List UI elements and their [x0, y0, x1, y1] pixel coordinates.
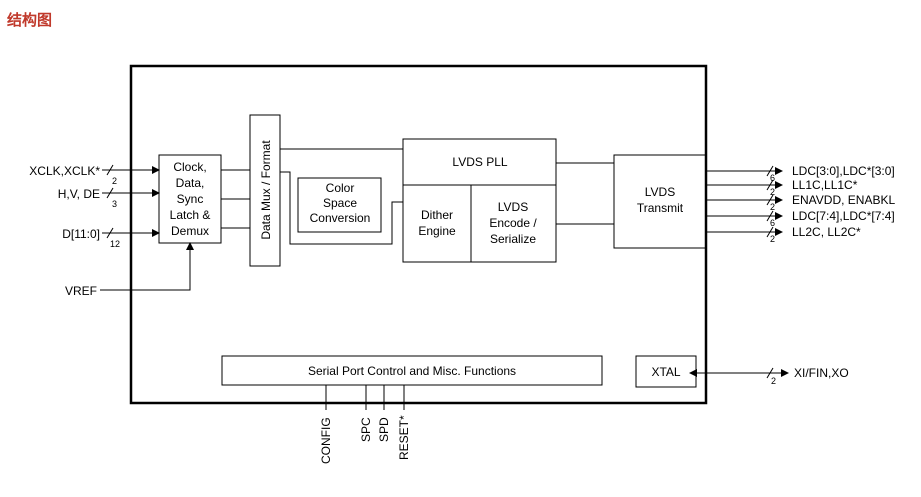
clock-line-5: Demux: [171, 224, 209, 238]
output-label-ldc74: LDC[7:4],LDC*[7:4]: [792, 209, 895, 223]
input-label-vref: VREF: [65, 284, 97, 298]
output-label-ll2c: LL2C, LL2C*: [792, 225, 861, 239]
clock-line-1: Clock,: [173, 160, 206, 174]
xtal-label: XTAL: [651, 365, 680, 379]
transmit-line-1: LVDS: [645, 185, 675, 199]
csc-line-3: Conversion: [310, 211, 371, 225]
serial-port-label: Serial Port Control and Misc. Functions: [308, 364, 516, 378]
output-width-ldc30: 6: [770, 173, 775, 183]
csc-line-2: Space: [323, 196, 357, 210]
xtal-pin-width: 2: [771, 376, 776, 386]
clock-latch-block: Clock, Data, Sync Latch & Demux: [158, 154, 222, 244]
output-label-ll1c: LL1C,LL1C*: [792, 178, 858, 192]
input-label-data: D[11:0]: [62, 227, 100, 241]
encode-line-2: Encode /: [489, 216, 537, 230]
pin-label-reset: RESET*: [397, 415, 411, 460]
input-width-data: 12: [110, 239, 120, 249]
page-heading: 结构图: [7, 11, 53, 29]
internal-wires: [100, 148, 789, 410]
data-mux-block: Data Mux / Format: [249, 114, 281, 267]
data-mux-label: Data Mux / Format: [259, 140, 273, 240]
xtal-pin-label: XI/FIN,XO: [794, 366, 849, 380]
output-label-ldc30: LDC[3:0],LDC*[3:0]: [792, 164, 895, 178]
xtal-block: XTAL: [635, 355, 697, 388]
input-width-hvde: 3: [112, 199, 117, 209]
lvds-pll-label: LVDS PLL: [452, 155, 507, 169]
lvds-pll-group: LVDS PLL Dither Engine LVDS Encode / Ser…: [402, 138, 557, 263]
dither-line-1: Dither: [421, 208, 453, 222]
output-width-ldc74: 6: [770, 218, 775, 228]
output-width-ll2c: 2: [770, 234, 775, 244]
serial-port-block: Serial Port Control and Misc. Functions: [221, 355, 603, 386]
input-label-xclk: XCLK,XCLK*: [29, 164, 100, 178]
clock-line-2: Data,: [176, 176, 205, 190]
encode-line-3: Serialize: [490, 232, 536, 246]
input-label-hvde: H,V, DE: [58, 187, 100, 201]
csc-line-1: Color: [326, 181, 355, 195]
output-width-enavdd: 2: [770, 202, 775, 212]
clock-line-3: Sync: [177, 192, 204, 206]
encode-line-1: LVDS: [498, 200, 528, 214]
input-width-xclk: 2: [112, 176, 117, 186]
color-space-block: Color Space Conversion: [297, 177, 382, 233]
transmit-line-2: Transmit: [637, 201, 684, 215]
dither-line-2: Engine: [418, 224, 456, 238]
pin-label-config: CONFIG: [319, 417, 333, 464]
lvds-transmit-block: LVDS Transmit: [613, 154, 707, 249]
pin-label-spc: SPC: [359, 417, 373, 442]
clock-line-4: Latch &: [170, 208, 211, 222]
pin-label-spd: SPD: [377, 417, 391, 442]
output-label-enavdd: ENAVDD, ENABKL: [792, 193, 895, 207]
output-width-ll1c: 2: [770, 187, 775, 197]
